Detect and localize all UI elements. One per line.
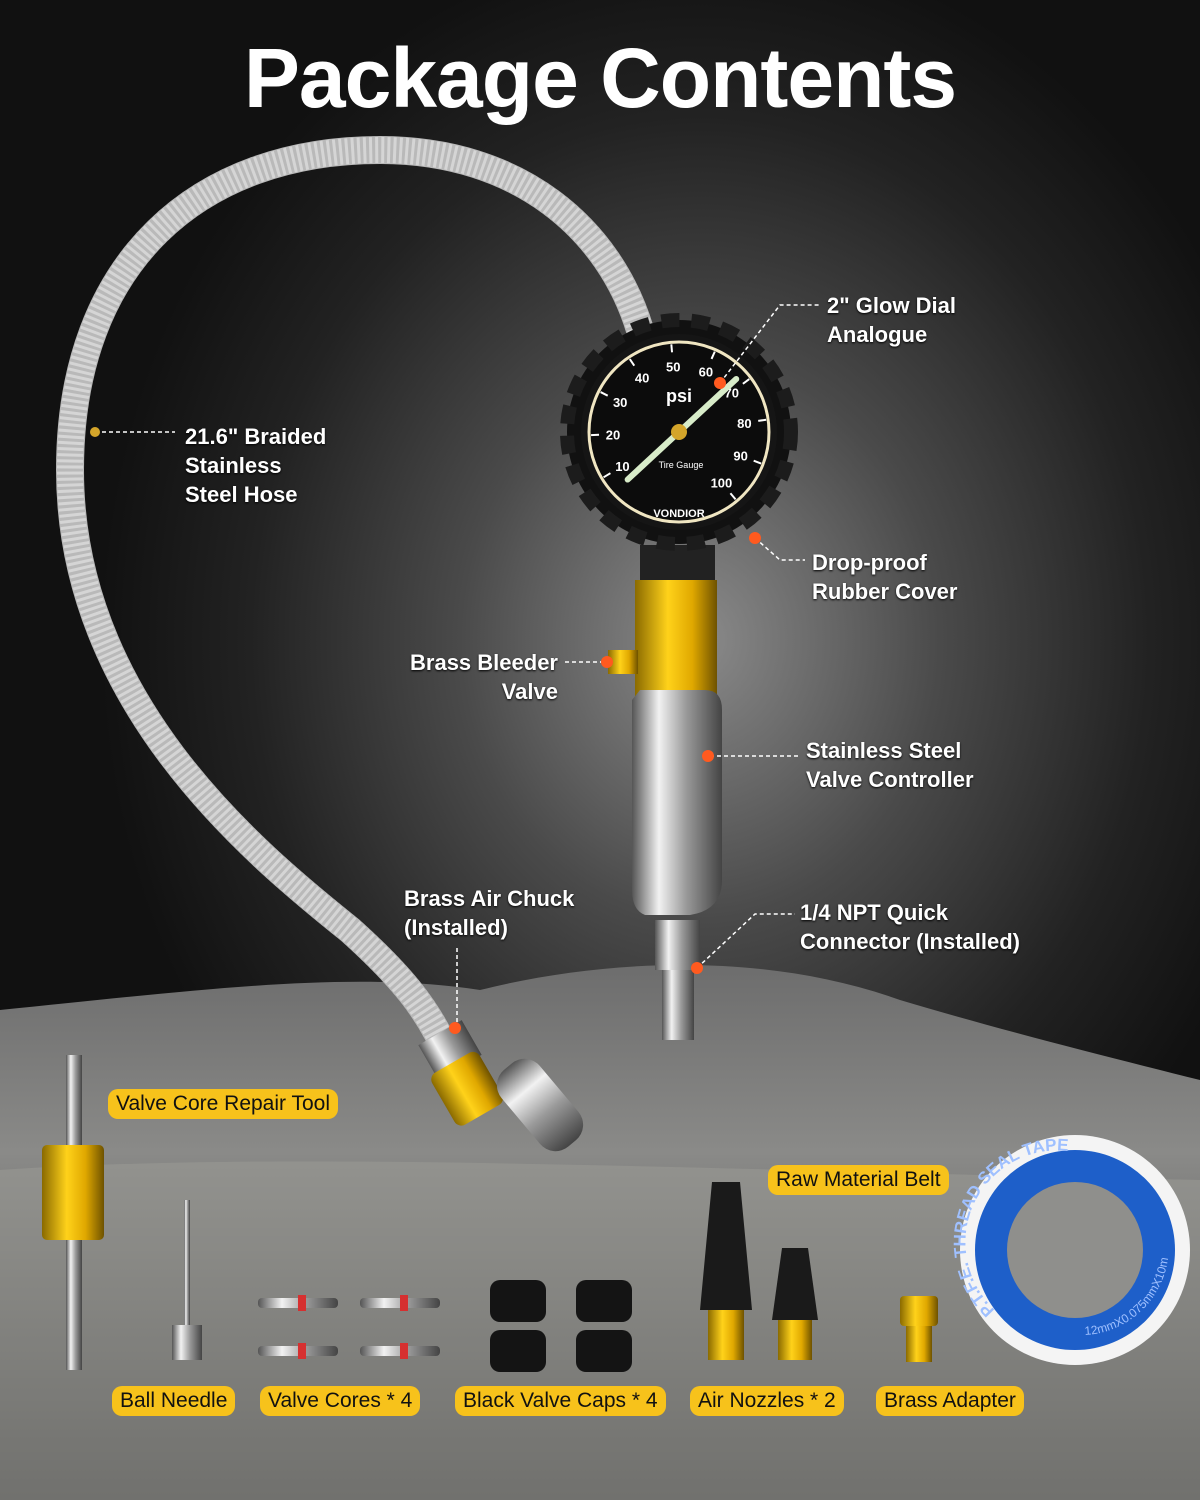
callout-line: Valve [501, 679, 558, 704]
page-title: Package Contents [243, 31, 957, 125]
callout-chuck: Brass Air Chuck (Installed) [404, 884, 574, 942]
callout-dots [449, 377, 761, 1034]
callout-line: Steel Hose [185, 482, 298, 507]
valve-controller-handle [632, 690, 722, 915]
ball-needle [172, 1200, 202, 1360]
callout-line: Rubber Cover [812, 579, 958, 604]
badge-caps: Black Valve Caps * 4 [455, 1386, 666, 1416]
callout-line: 2" Glow Dial [827, 293, 957, 318]
gauge-tick [710, 351, 716, 360]
badge-valve-cores: Valve Cores * 4 [260, 1386, 421, 1416]
gauge-tick-label: 40 [635, 370, 649, 385]
gauge-tick [742, 378, 750, 385]
hose-callout-dot [90, 427, 100, 437]
gauge-tick-label: 50 [666, 359, 680, 374]
badge-repair-tool: Valve Core Repair Tool [108, 1089, 338, 1119]
gauge-tick-label: 10 [615, 459, 629, 474]
gauge-tick [603, 472, 611, 479]
brass-air-chuck [418, 1020, 584, 1152]
gauge-tick [670, 344, 674, 353]
gauge-tick-label: 100 [711, 476, 733, 491]
gauge-brand: VONDIOR [653, 508, 704, 520]
gauge-tick [753, 459, 762, 465]
callout-line: Stainless Steel [806, 738, 962, 763]
callout-line: 1/4 NPT Quick [800, 900, 948, 925]
gauge-tick-label: 20 [606, 427, 620, 442]
callout-line: Analogue [827, 322, 928, 347]
black-valve-caps [490, 1280, 632, 1372]
badge-nozzles: Air Nozzles * 2 [690, 1386, 844, 1416]
brass-adapter [900, 1296, 938, 1362]
callout-line: 21.6" Braided [185, 424, 327, 449]
badge-raw-belt: Raw Material Belt [768, 1165, 949, 1195]
gauge-tick-label: 90 [733, 449, 747, 464]
gauge-tick-label: 60 [699, 365, 713, 380]
air-nozzles [700, 1182, 818, 1360]
badge-ball-needle: Ball Needle [112, 1386, 236, 1416]
gauge-tick [628, 358, 636, 367]
quick-connector [655, 920, 700, 970]
callout-line: (Installed) [404, 915, 508, 940]
callout-leader-lines [95, 304, 820, 1025]
gauge-unit: psi [666, 386, 692, 406]
gauge-neck [640, 545, 715, 585]
callout-line: Brass Air Chuck [404, 886, 575, 911]
gauge-label: Tire Gauge [659, 460, 704, 470]
gauge-tick [600, 391, 609, 397]
quick-connector-plug [662, 970, 694, 1040]
gauge-tick [729, 492, 737, 501]
gauge-tick [758, 418, 767, 422]
callout-line: Stainless [185, 453, 282, 478]
badge-adapter: Brass Adapter [876, 1386, 1024, 1416]
callout-line: Valve Controller [806, 767, 974, 792]
gauge-body-cylinder [635, 580, 717, 700]
callout-line: Brass Bleeder [410, 650, 558, 675]
gauge-tick-label: 30 [613, 395, 627, 410]
hose-braid-texture [56, 136, 653, 1065]
callout-line: Connector (Installed) [800, 929, 1021, 954]
callout-line: Drop-proof [812, 550, 927, 575]
valve-core-repair-tool [42, 1055, 104, 1370]
ptfe-seal-tape: P.T.F.E. THREAD SEAL TAPE 12mmX0.075mmX1… [950, 1135, 1190, 1365]
gauge-needle-hub [671, 424, 687, 440]
gauge-tick-label: 80 [737, 416, 751, 431]
valve-core-seals [298, 1295, 408, 1359]
